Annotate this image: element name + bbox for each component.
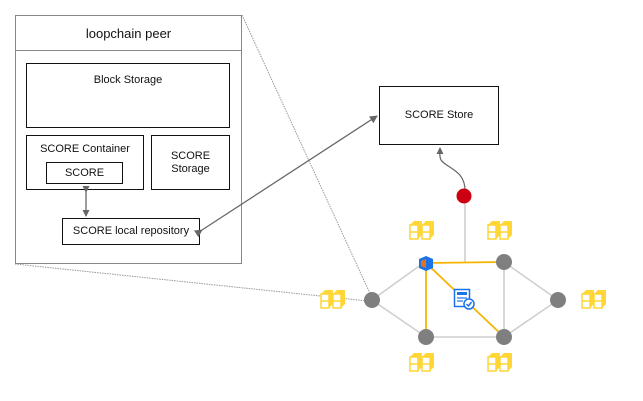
zoom-line-bottom: [14, 263, 369, 302]
network-node: [496, 329, 512, 345]
document-check-icon: [453, 288, 475, 310]
zoom-line-top: [241, 14, 374, 301]
score-store-label: SCORE Store: [404, 109, 474, 121]
score-box: SCORE: [46, 162, 123, 184]
network-node: [364, 292, 380, 308]
edge: [371, 299, 427, 338]
building-icon: [581, 289, 607, 309]
network-node: [496, 254, 512, 270]
score-store-box: SCORE Store: [379, 86, 499, 145]
submit-node: [456, 188, 472, 204]
edge: [503, 261, 559, 301]
building-icon: [409, 352, 435, 372]
network-node: [550, 292, 566, 308]
building-icon: [409, 220, 435, 240]
edge: [503, 299, 559, 338]
network-edges: [371, 195, 559, 338]
peer-title: loopchain peer: [16, 16, 241, 51]
repo-store-arrow: [193, 115, 378, 238]
building-icon: [320, 289, 346, 309]
network-node: [418, 329, 434, 345]
building-icon: [487, 352, 513, 372]
submit-arrow: [436, 147, 466, 193]
score-local-repository-box: SCORE local repository: [62, 218, 200, 245]
edge: [371, 263, 423, 301]
score-container-label: SCORE Container: [40, 143, 130, 155]
score-label: SCORE: [64, 166, 105, 179]
block-storage-label: Block Storage: [93, 74, 163, 86]
building-icon: [487, 220, 513, 240]
score-local-repository-label: SCORE local repository: [72, 225, 190, 237]
cube-icon: [419, 256, 433, 271]
highlight-edge: [425, 261, 505, 264]
